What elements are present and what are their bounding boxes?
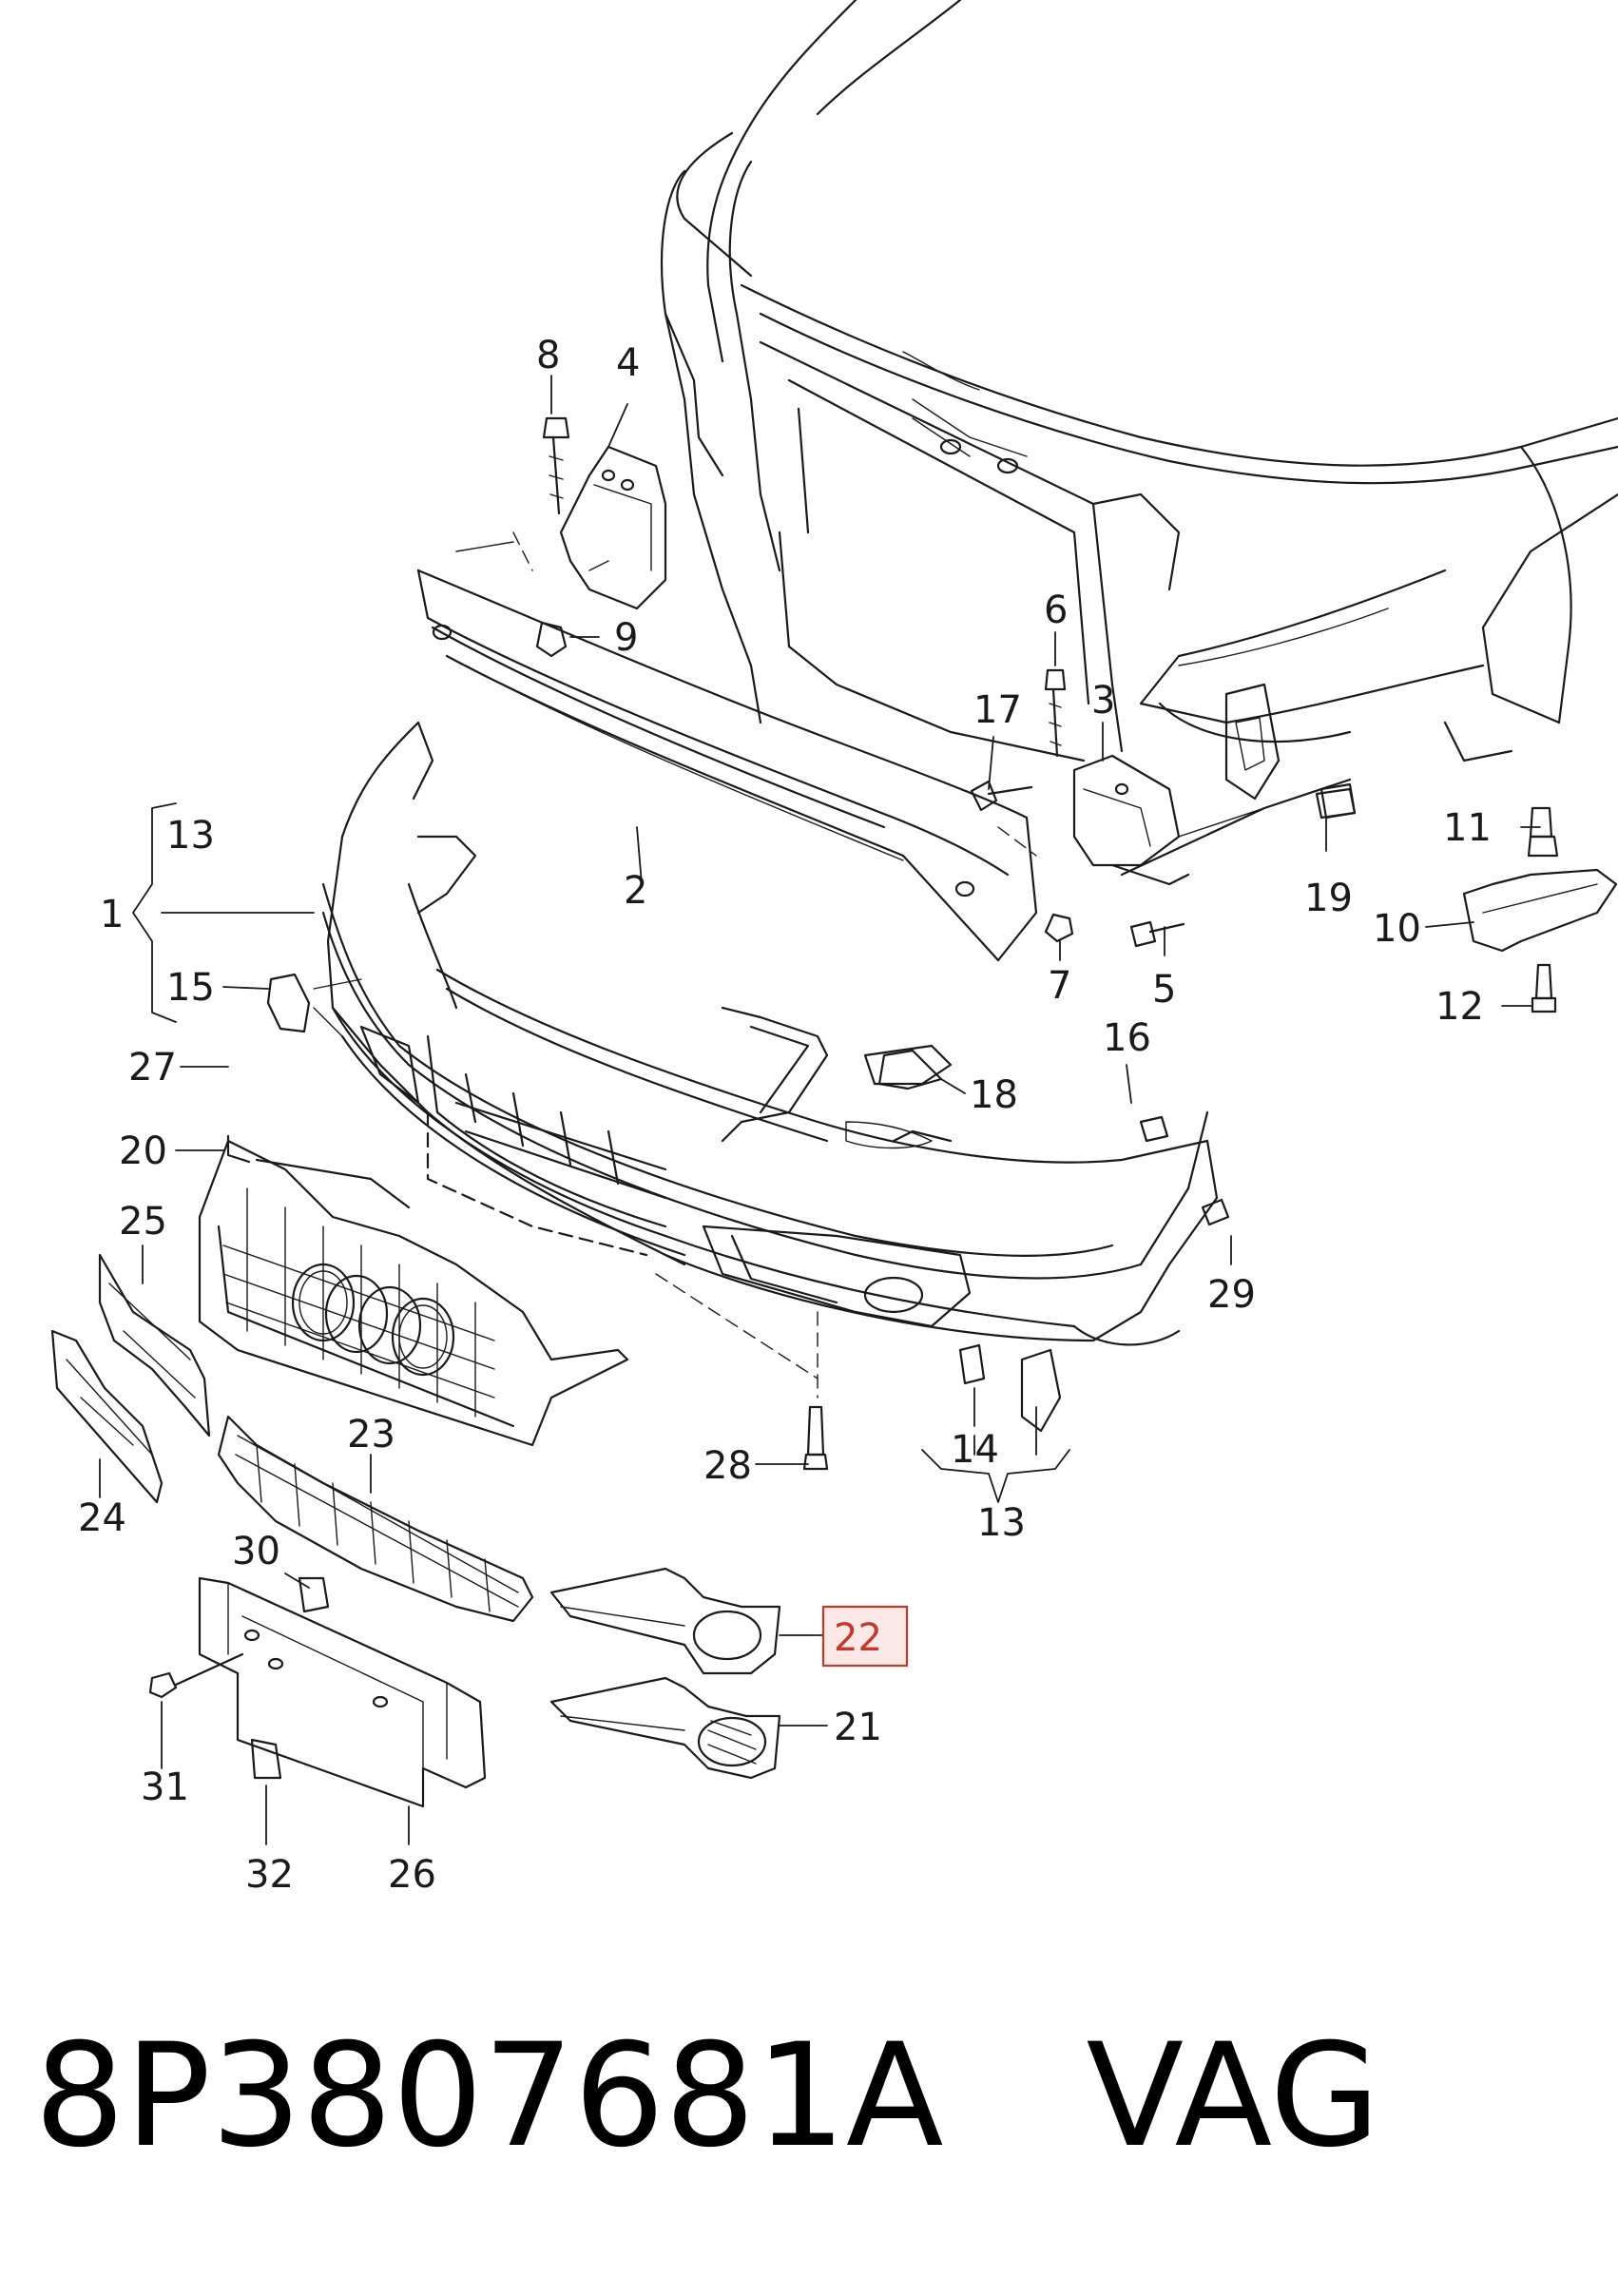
callout-labels: 8 4 9 6 17 3 2 7 5 19 11 10 12 13 1 15 1…: [78, 334, 1492, 1897]
callout-2[interactable]: 2: [624, 869, 647, 913]
callout-28[interactable]: 28: [703, 1444, 752, 1488]
callout-13-bottom[interactable]: 13: [977, 1501, 1026, 1545]
callout-13-left[interactable]: 13: [166, 814, 215, 858]
callout-27[interactable]: 27: [128, 1046, 177, 1090]
callout-13-brace-left: [132, 802, 177, 1023]
callout-4[interactable]: 4: [616, 341, 640, 385]
part-number: 8P3807681A: [34, 2014, 944, 2179]
callout-14[interactable]: 14: [951, 1428, 999, 1472]
fog-light-covers: [549, 1567, 781, 1780]
callout-23[interactable]: 23: [347, 1413, 395, 1457]
part-number-caption: 8P3807681A VAG: [34, 2001, 1593, 2191]
callout-16[interactable]: 16: [1103, 1016, 1151, 1060]
callout-1[interactable]: 1: [100, 893, 124, 936]
bumper-cover: [321, 721, 1219, 1346]
callout-21[interactable]: 21: [834, 1706, 882, 1749]
callout-31[interactable]: 31: [141, 1765, 189, 1809]
callout-11[interactable]: 11: [1443, 806, 1492, 850]
callout-6[interactable]: 6: [1044, 588, 1068, 632]
callout-30[interactable]: 30: [232, 1530, 280, 1573]
car-front-body: [661, 0, 1618, 877]
callout-32[interactable]: 32: [245, 1853, 294, 1897]
leader-lines: [99, 375, 1541, 1845]
lower-grille: [217, 1415, 534, 1623]
license-plate-base: [148, 1576, 487, 1808]
callout-26[interactable]: 26: [388, 1853, 436, 1897]
callout-19[interactable]: 19: [1304, 877, 1353, 920]
callout-22[interactable]: 22: [834, 1616, 882, 1660]
bumper-beam: [416, 541, 1038, 962]
callout-24[interactable]: 24: [78, 1496, 126, 1540]
callout-22-highlight: [821, 1605, 909, 1668]
callout-18[interactable]: 18: [970, 1073, 1018, 1117]
mounting-brackets: [535, 416, 1357, 948]
callout-17[interactable]: 17: [973, 688, 1022, 732]
callout-8[interactable]: 8: [536, 334, 560, 377]
callout-10[interactable]: 10: [1373, 907, 1421, 951]
side-brackets: [802, 782, 1618, 1471]
callout-3[interactable]: 3: [1091, 679, 1115, 723]
callout-9[interactable]: 9: [614, 616, 638, 660]
assembly-lines: [512, 531, 1351, 1399]
side-trims: [50, 1253, 211, 1504]
callout-25[interactable]: 25: [119, 1200, 167, 1244]
small-covers: [266, 973, 943, 1090]
callout-7[interactable]: 7: [1048, 964, 1071, 1008]
callout-15[interactable]: 15: [166, 966, 215, 1010]
callout-13-brace-bottom: [921, 1406, 1070, 1503]
callout-29[interactable]: 29: [1207, 1273, 1256, 1317]
callout-20[interactable]: 20: [119, 1129, 167, 1173]
brand-name: VAG: [1086, 2014, 1380, 2179]
radiator-grille: [198, 1134, 629, 1447]
callout-5[interactable]: 5: [1152, 968, 1176, 1012]
callout-12[interactable]: 12: [1435, 985, 1484, 1029]
